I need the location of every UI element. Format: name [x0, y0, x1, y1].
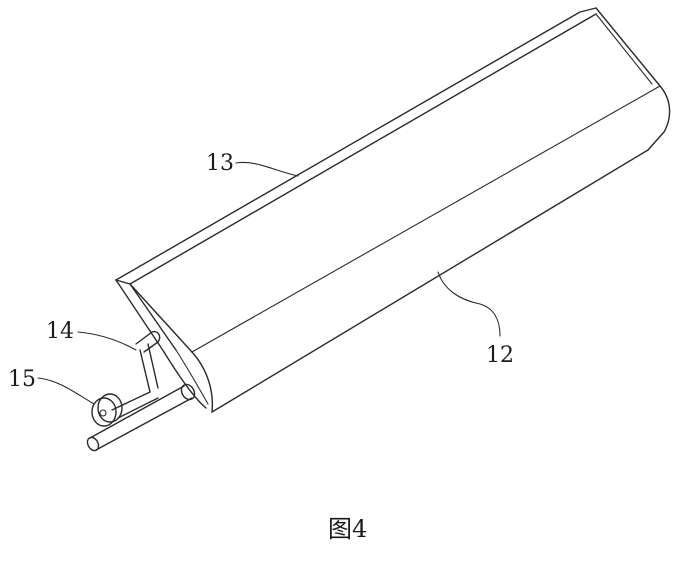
leader-15	[37, 377, 95, 405]
shaft-rod	[86, 383, 196, 452]
label-14: 14	[46, 319, 74, 344]
leader-lines	[37, 161, 501, 405]
leader-12	[437, 271, 501, 337]
figure-caption: 图4	[328, 515, 367, 543]
leader-13	[235, 161, 299, 177]
label-15: 15	[8, 367, 36, 392]
leader-14	[77, 331, 137, 351]
label-13: 13	[206, 151, 234, 176]
cover-body-12	[115, 7, 671, 413]
crank-handle-14	[111, 330, 161, 419]
label-12: 12	[486, 343, 514, 368]
knob-wheel-15	[91, 393, 123, 427]
